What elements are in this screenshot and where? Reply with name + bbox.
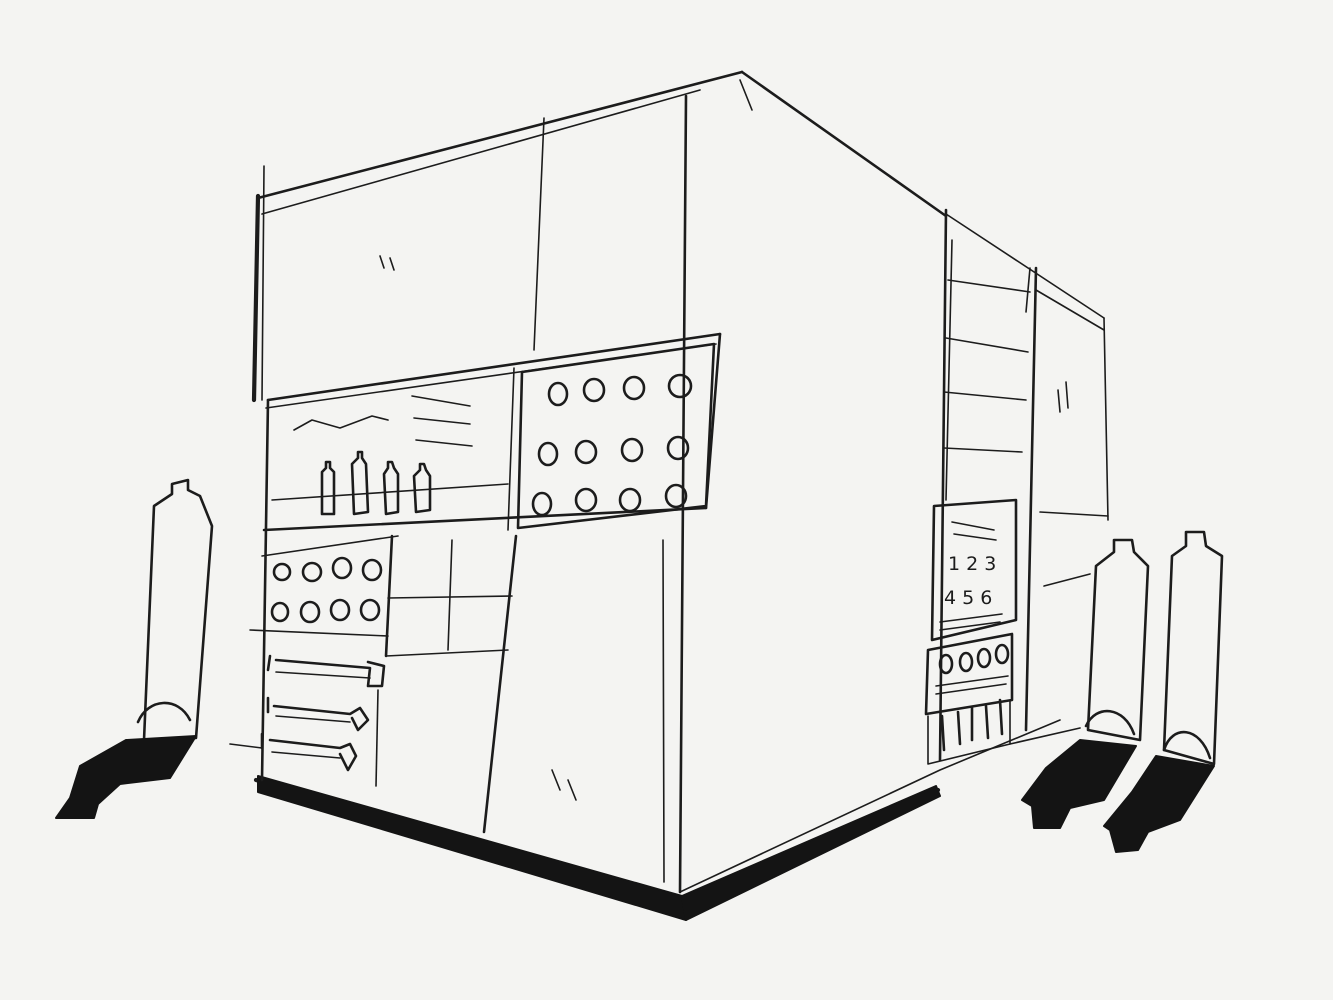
round-item-icons bbox=[531, 373, 693, 517]
round-item-icon bbox=[976, 647, 992, 669]
bottle-shelf bbox=[271, 395, 509, 516]
lower-round-display bbox=[270, 556, 383, 624]
round-item-icon bbox=[664, 483, 688, 509]
number-panel: 1 2 3 4 5 6 bbox=[930, 498, 1018, 642]
round-item-icon bbox=[582, 377, 606, 403]
round-item-icon bbox=[531, 491, 553, 517]
round-item-icon bbox=[666, 435, 690, 461]
round-item-icon bbox=[994, 643, 1010, 665]
round-item-icon bbox=[622, 375, 646, 401]
bone-racks bbox=[260, 654, 386, 787]
round-item-icon bbox=[331, 556, 353, 580]
right-standing-banner-1 bbox=[1021, 538, 1150, 829]
left-lower-wall bbox=[249, 332, 722, 834]
bone-icon bbox=[266, 654, 386, 688]
round-item-icon bbox=[958, 651, 974, 673]
bottle-icon bbox=[350, 450, 370, 516]
bottle-icon bbox=[412, 462, 432, 514]
round-item-icon bbox=[329, 598, 351, 622]
booth-structure bbox=[251, 70, 1109, 894]
round-item-icon bbox=[301, 561, 323, 583]
bone-icon bbox=[266, 696, 370, 732]
round-item-icon bbox=[667, 373, 693, 399]
number-row-1: 1 2 3 bbox=[948, 553, 996, 575]
left-standing-banner bbox=[55, 478, 214, 819]
round-item-icon bbox=[361, 558, 383, 582]
round-item-icon bbox=[270, 601, 290, 623]
round-item-icon bbox=[574, 487, 598, 513]
round-item-icon bbox=[574, 439, 598, 465]
round-item-icon bbox=[620, 437, 644, 463]
round-item-icon bbox=[272, 562, 292, 582]
right-standing-banner-2 bbox=[1103, 530, 1224, 853]
bottle-icon bbox=[320, 460, 336, 516]
round-item-icon bbox=[547, 381, 569, 407]
bottle-icon bbox=[382, 460, 400, 516]
round-item-icon bbox=[359, 598, 381, 622]
round-item-icon bbox=[299, 600, 321, 624]
round-item-display bbox=[516, 342, 716, 530]
round-item-icon bbox=[537, 441, 559, 467]
round-item-icon bbox=[618, 487, 642, 513]
round-item-icon bbox=[938, 653, 954, 675]
bottle-icons bbox=[320, 450, 432, 516]
booth-base bbox=[229, 719, 1081, 921]
number-row-2: 4 5 6 bbox=[944, 587, 992, 609]
bone-icon bbox=[260, 732, 358, 772]
right-lower-rack bbox=[924, 632, 1014, 765]
